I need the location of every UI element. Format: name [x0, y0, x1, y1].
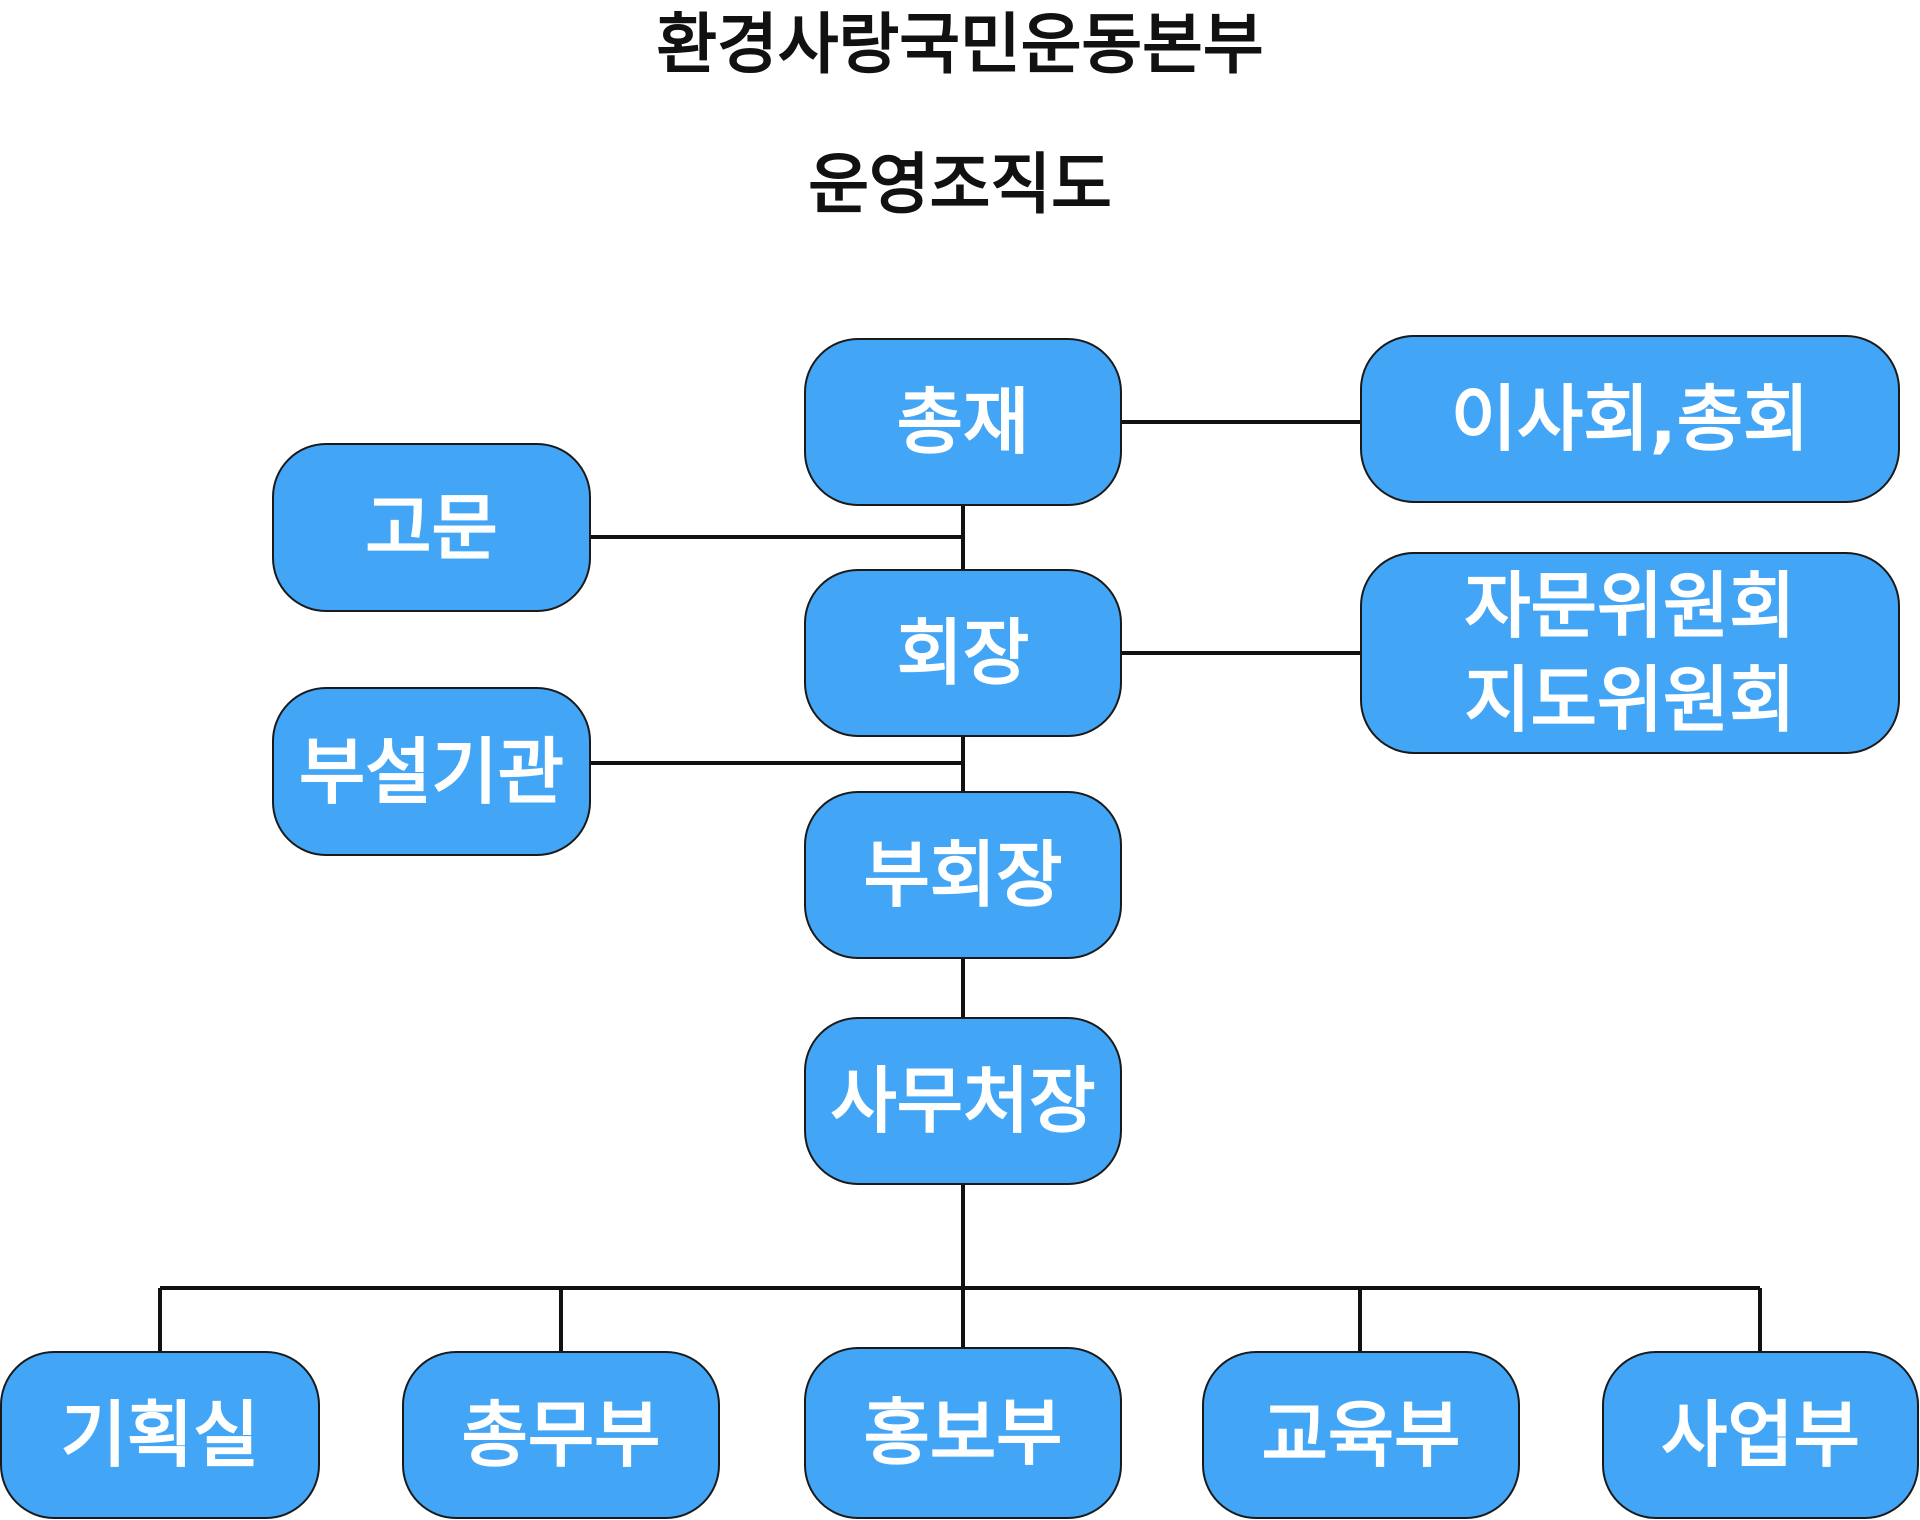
node-committee-label-1: 자문위원회 [1464, 564, 1796, 648]
node-chairman: 회장 [804, 569, 1122, 737]
node-secretary-general-label: 사무처장 [830, 1059, 1096, 1143]
node-affiliated-label: 부설기관 [299, 729, 564, 814]
node-chongjae: 총재 [804, 338, 1122, 506]
node-secretary-general: 사무처장 [804, 1017, 1122, 1185]
node-chairman-label: 회장 [896, 611, 1030, 695]
node-publicity: 홍보부 [804, 1347, 1122, 1519]
node-general-affairs: 총무부 [402, 1351, 720, 1519]
node-publicity-label: 홍보부 [863, 1391, 1063, 1475]
node-advisor: 고문 [272, 443, 591, 612]
node-business: 사업부 [1602, 1351, 1919, 1519]
node-general-affairs-label: 총무부 [461, 1393, 661, 1477]
node-vice-chairman-label: 부회장 [863, 833, 1063, 917]
node-committee: 자문위원회 지도위원회 [1360, 552, 1900, 754]
node-committee-label-2: 지도위원회 [1464, 658, 1796, 742]
node-planning: 기획실 [0, 1351, 320, 1519]
node-education-label: 교육부 [1261, 1393, 1461, 1477]
node-affiliated: 부설기관 [272, 687, 591, 856]
node-planning-label: 기획실 [60, 1393, 260, 1477]
node-education: 교육부 [1202, 1351, 1520, 1519]
node-chongjae-label: 총재 [896, 380, 1030, 464]
node-advisor-label: 고문 [365, 485, 498, 570]
node-business-label: 사업부 [1661, 1393, 1860, 1477]
chart-title: 환경사랑국민운동본부 [656, 6, 1264, 83]
chart-subtitle: 운영조직도 [808, 146, 1112, 223]
node-board: 이사회,총회 [1360, 335, 1900, 503]
node-board-label: 이사회,총회 [1450, 377, 1810, 461]
node-vice-chairman: 부회장 [804, 791, 1122, 959]
